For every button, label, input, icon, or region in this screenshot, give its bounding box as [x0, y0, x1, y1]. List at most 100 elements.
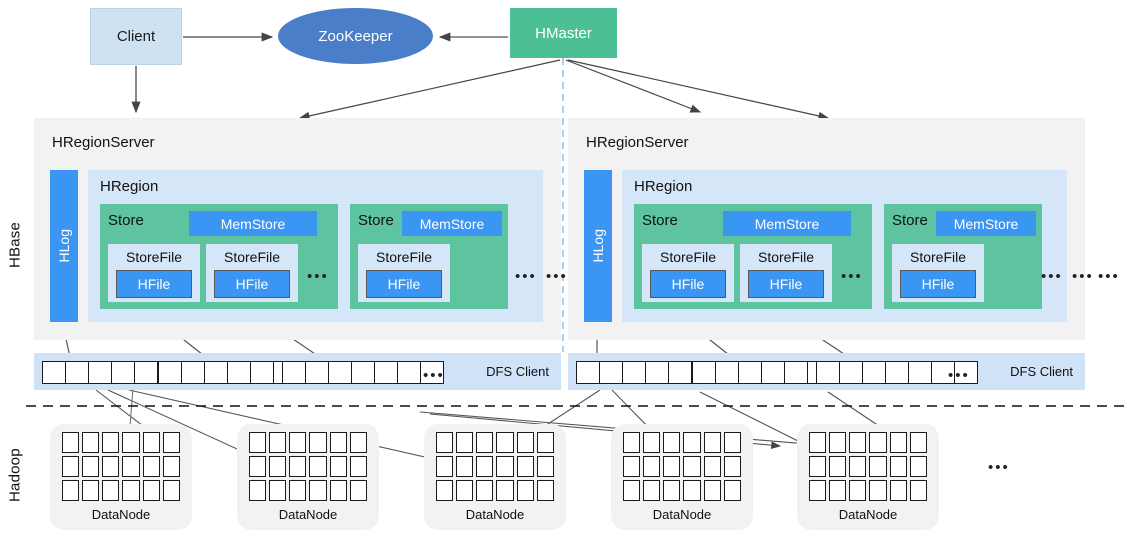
hfile-block[interactable]: HFile [116, 270, 192, 298]
region-server-title: HRegionServer [586, 134, 689, 151]
dfs-block-group[interactable] [282, 361, 444, 384]
store-ellipsis: ••• [307, 268, 329, 285]
storefile-label: StoreFile [223, 249, 281, 265]
client-node[interactable]: Client [90, 8, 182, 65]
region-server-title: HRegionServer [52, 134, 155, 151]
layer-label-hadoop: Hadoop [6, 448, 24, 502]
store-block[interactable]: Store MemStore StoreFile HFile StoreFile… [634, 204, 872, 309]
region-server-ellipsis: ••• [546, 268, 568, 285]
dfs-block [622, 361, 645, 384]
storefile-label: StoreFile [757, 249, 815, 265]
storefile-block[interactable]: StoreFile HFile [892, 244, 984, 302]
dfs-block-group[interactable] [816, 361, 978, 384]
datanode-block-grid [623, 432, 741, 501]
dfs-client-row[interactable]: ••• DFS Client [568, 353, 1085, 390]
dfs-block [374, 361, 397, 384]
dfs-block [420, 361, 444, 384]
datanode-block-grid [809, 432, 927, 501]
storefile-label: StoreFile [375, 249, 433, 265]
hregion-block[interactable]: HRegion Store MemStore StoreFile HFile S… [88, 170, 543, 322]
dfs-block [954, 361, 978, 384]
store-ellipsis: ••• [841, 268, 863, 285]
hfile-label: HFile [387, 276, 421, 292]
hfile-label: HFile [235, 276, 269, 292]
datanode-block-grid [62, 432, 180, 501]
dfs-block [65, 361, 88, 384]
memstore-block[interactable]: MemStore [189, 211, 317, 236]
zookeeper-label: ZooKeeper [318, 27, 393, 45]
hregion-title: HRegion [100, 178, 159, 195]
dfs-block [862, 361, 885, 384]
hmaster-node[interactable]: HMaster [510, 8, 617, 58]
dfs-block [576, 361, 599, 384]
datanode-label: DataNode [91, 507, 151, 522]
dfs-block [761, 361, 784, 384]
datanode[interactable]: DataNode [611, 424, 753, 530]
hfile-label: HFile [671, 276, 705, 292]
datanode[interactable]: DataNode [50, 424, 192, 530]
datanode-label: DataNode [278, 507, 338, 522]
store-block[interactable]: Store MemStore StoreFile HFile [350, 204, 508, 309]
region-server-panel[interactable]: HRegionServer HLog HRegion Store MemStor… [568, 118, 1092, 340]
dfs-client-label: DFS Client [1010, 364, 1073, 379]
hfile-block[interactable]: HFile [366, 270, 442, 298]
hregion-ellipsis: ••• [1041, 268, 1063, 285]
hfile-block[interactable]: HFile [650, 270, 726, 298]
memstore-label: MemStore [754, 215, 820, 232]
memstore-label: MemStore [953, 215, 1019, 232]
store-label: Store [642, 212, 678, 229]
datanode[interactable]: DataNode [424, 424, 566, 530]
hlog-block[interactable]: HLog [50, 170, 78, 322]
hfile-block[interactable]: HFile [214, 270, 290, 298]
zookeeper-node[interactable]: ZooKeeper [278, 8, 433, 64]
storefile-label: StoreFile [125, 249, 183, 265]
datanode-label: DataNode [838, 507, 898, 522]
region-server-panel[interactable]: HRegionServer HLog HRegion Store MemStor… [34, 118, 566, 340]
hlog-label: HLog [56, 229, 72, 263]
dfs-ellipsis: ••• [948, 367, 970, 384]
hfile-block[interactable]: HFile [900, 270, 976, 298]
dfs-block [784, 361, 807, 384]
dfs-block [668, 361, 691, 384]
dfs-block [328, 361, 351, 384]
datanode-block-grid [436, 432, 554, 501]
dfs-block [692, 361, 715, 384]
memstore-label: MemStore [220, 215, 286, 232]
storefile-block[interactable]: StoreFile HFile [206, 244, 298, 302]
storefile-block[interactable]: StoreFile HFile [358, 244, 450, 302]
hlog-block[interactable]: HLog [584, 170, 612, 322]
dfs-block [599, 361, 622, 384]
dfs-block [88, 361, 111, 384]
dfs-block [816, 361, 839, 384]
hfile-block[interactable]: HFile [748, 270, 824, 298]
storefile-block[interactable]: StoreFile HFile [642, 244, 734, 302]
storefile-block[interactable]: StoreFile HFile [108, 244, 200, 302]
hmaster-label: HMaster [535, 24, 592, 42]
dfs-block [885, 361, 908, 384]
memstore-label: MemStore [419, 215, 485, 232]
storefile-block[interactable]: StoreFile HFile [740, 244, 832, 302]
dfs-ellipsis: ••• [423, 367, 445, 384]
hfile-label: HFile [921, 276, 955, 292]
dfs-block [282, 361, 305, 384]
layer-label-hbase: HBase [6, 221, 24, 269]
store-block[interactable]: Store MemStore StoreFile HFile [884, 204, 1042, 309]
datanode[interactable]: DataNode [797, 424, 939, 530]
region-servers-outer-ellipsis: ••• [1098, 268, 1120, 285]
dfs-client-label: DFS Client [486, 364, 549, 379]
datanode[interactable]: DataNode [237, 424, 379, 530]
store-block[interactable]: Store MemStore StoreFile HFile StoreFile… [100, 204, 338, 309]
hregion-block[interactable]: HRegion Store MemStore StoreFile HFile S… [622, 170, 1067, 322]
dfs-block [351, 361, 374, 384]
memstore-block[interactable]: MemStore [723, 211, 851, 236]
memstore-block[interactable]: MemStore [402, 211, 502, 236]
dfs-block [715, 361, 738, 384]
store-label: Store [358, 212, 394, 229]
datanode-block-grid [249, 432, 367, 501]
datanode-label: DataNode [465, 507, 525, 522]
dfs-block [134, 361, 157, 384]
dfs-client-row[interactable]: ••• DFS Client [34, 353, 561, 390]
memstore-block[interactable]: MemStore [936, 211, 1036, 236]
dfs-block [305, 361, 328, 384]
dfs-block [181, 361, 204, 384]
